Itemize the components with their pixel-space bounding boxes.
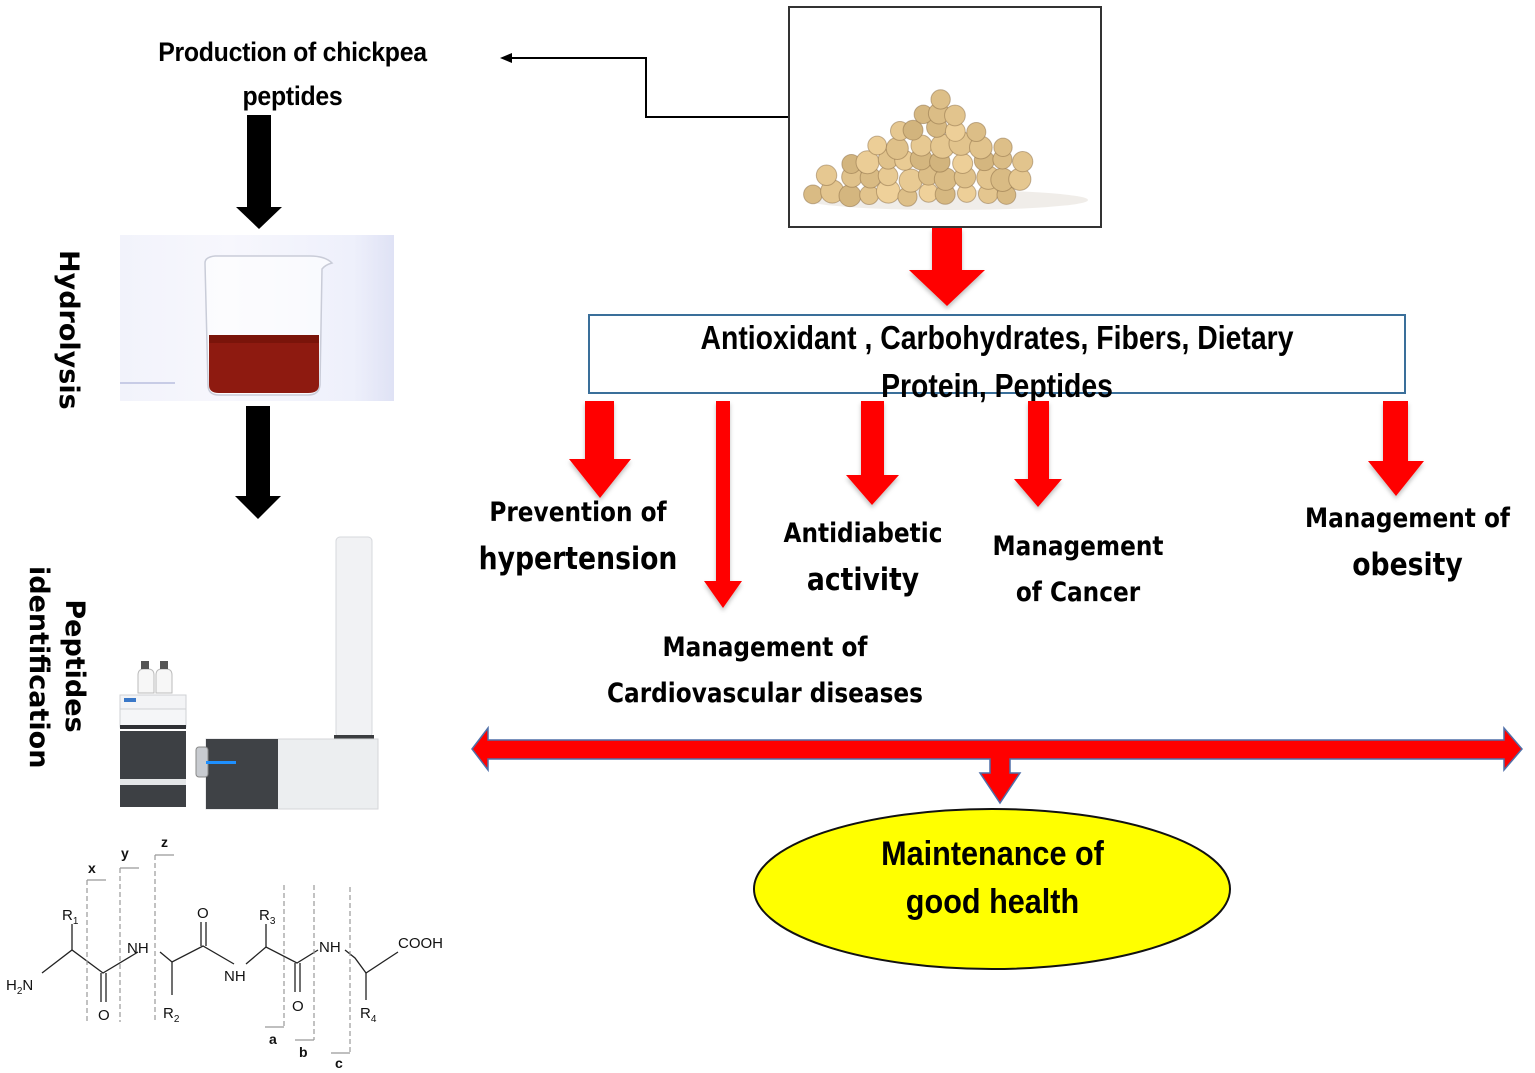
step-label-line-2: identification xyxy=(23,566,54,769)
nutrients-box: Antioxidant , Carbohydrates, Fibers, Die… xyxy=(588,314,1406,404)
double-headed-arrow xyxy=(471,725,1523,805)
outcome-antidiabetic-line-2: activity xyxy=(806,562,920,598)
fragment-c: c xyxy=(335,1055,343,1071)
chem-cooh: COOH xyxy=(398,935,443,952)
chem-r4: R4 xyxy=(360,1005,377,1025)
red-arrow-cancer xyxy=(1014,401,1062,507)
chickpea xyxy=(867,135,888,156)
chem-nh-1: NH xyxy=(127,940,149,957)
outcome-cancer-line-2: of Cancer xyxy=(1015,577,1141,608)
fragment-z: z xyxy=(161,834,168,850)
step-label-peptides-identification: Peptides identification xyxy=(20,566,92,769)
step-label-hydrolysis: Hydrolysis xyxy=(53,250,84,410)
fragment-y: y xyxy=(121,845,129,861)
chem-h2n: H2N xyxy=(6,977,33,997)
fragment-a: a xyxy=(269,1031,277,1047)
red-arrow-to-nutrients xyxy=(909,228,985,306)
chickpea xyxy=(838,184,862,208)
chem-o-3: O xyxy=(292,998,304,1015)
outcome-obesity-line-1: Management of xyxy=(1304,503,1511,534)
chem-o-1: O xyxy=(98,1007,110,1024)
nutrients-text: Antioxidant , Carbohydrates, Fibers, Die… xyxy=(647,314,1347,410)
chem-nh-3: NH xyxy=(319,939,341,956)
black-down-arrow-2 xyxy=(235,406,281,519)
outcome-antidiabetic-line-1: Antidiabetic xyxy=(783,518,943,549)
outcome-cardiovascular: Management of Cardiovascular diseases xyxy=(589,625,942,717)
peptide-structure-diagram: H2N R1 O NH R2 O NH R3 O NH COOH R4 x y … xyxy=(6,834,443,1071)
chickpea xyxy=(1012,151,1034,173)
chickpea xyxy=(902,119,924,141)
red-arrow-obesity xyxy=(1368,401,1424,496)
chickpea xyxy=(815,164,838,187)
result-label: Maintenance of good health xyxy=(810,830,1175,926)
outcome-cardiovascular-line-2: Cardiovascular diseases xyxy=(607,678,923,709)
chickpea xyxy=(885,136,909,160)
production-title-line-2: peptides xyxy=(242,81,343,111)
outcome-cardiovascular-line-1: Management of xyxy=(662,632,868,663)
red-arrow-cardiovascular xyxy=(704,401,742,608)
chem-nh-2: NH xyxy=(224,968,246,985)
outcome-hypertension-line-2: hypertension xyxy=(478,541,678,577)
nutrients-line-2: Protein, Peptides xyxy=(881,367,1113,404)
chickpea xyxy=(803,184,823,205)
fragment-b: b xyxy=(299,1044,308,1060)
production-title: Production of chickpea peptides xyxy=(125,30,461,118)
step-label-line-1: Peptides xyxy=(59,599,90,733)
outcome-cancer-line-1: Management xyxy=(992,531,1164,562)
lc-ms-instrument-photo xyxy=(108,535,388,815)
outcome-hypertension-line-1: Prevention of xyxy=(489,497,667,528)
outcome-obesity: Management of obesity xyxy=(1298,496,1517,588)
outcome-cancer: Management of Cancer xyxy=(983,524,1172,616)
result-line-1: Maintenance of xyxy=(881,835,1104,873)
nutrients-line-1: Antioxidant , Carbohydrates, Fibers, Die… xyxy=(700,319,1294,356)
beaker-hydrolysate-photo xyxy=(120,235,394,401)
fragment-x: x xyxy=(88,860,96,876)
outcome-obesity-line-2: obesity xyxy=(1352,547,1463,583)
chickpea-photo-box xyxy=(788,6,1102,228)
chickpea xyxy=(966,121,987,143)
result-line-2: good health xyxy=(905,883,1080,921)
black-down-arrow-1 xyxy=(236,115,282,229)
outcome-antidiabetic: Antidiabetic activity xyxy=(773,511,954,603)
chickpea xyxy=(930,89,951,110)
chem-r2: R2 xyxy=(163,1005,180,1025)
production-title-line-1: Production of chickpea xyxy=(158,37,427,67)
chem-o-2: O xyxy=(197,905,209,922)
outcome-hypertension: Prevention of hypertension xyxy=(466,490,690,582)
chickpea xyxy=(944,104,966,127)
red-arrow-antidiabetic xyxy=(846,401,899,505)
chickpea xyxy=(993,137,1013,157)
chem-r3: R3 xyxy=(259,907,276,927)
chickpea xyxy=(952,152,974,174)
chem-r1: R1 xyxy=(62,907,79,927)
red-arrow-hypertension xyxy=(569,401,631,498)
result-ellipse xyxy=(753,808,1231,970)
